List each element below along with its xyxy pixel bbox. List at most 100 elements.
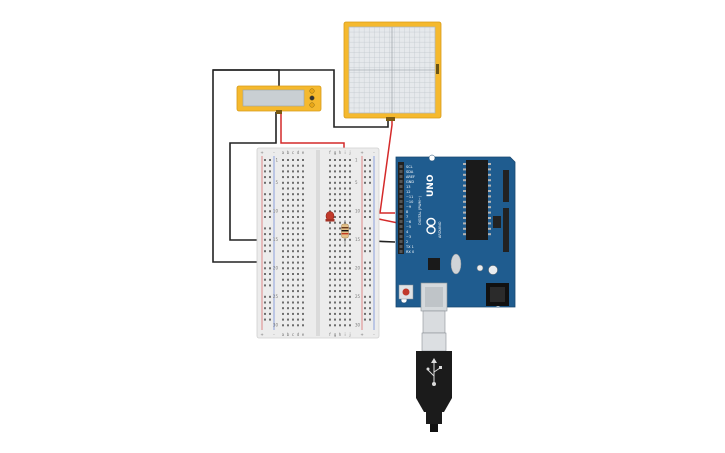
header-pin[interactable] (399, 200, 403, 203)
rail-hole (364, 198, 366, 201)
pin-label: ~9 (406, 205, 411, 209)
lcd-knob-3 (309, 102, 315, 108)
breadboard-hole (287, 244, 289, 247)
header-pin[interactable] (399, 165, 403, 168)
rail-hole (369, 284, 371, 287)
header-pin[interactable] (399, 205, 403, 208)
breadboard-hole (344, 284, 346, 287)
column-letter: j (348, 332, 350, 337)
lcd-knob-1 (309, 88, 315, 94)
header-pin[interactable] (399, 230, 403, 233)
rail-hole (264, 233, 266, 236)
header-pin[interactable] (399, 245, 403, 248)
breadboard-hole (329, 193, 331, 196)
header-pin[interactable] (399, 185, 403, 188)
rail-hole (369, 176, 371, 179)
breadboard-hole (329, 295, 331, 298)
rail-hole (369, 250, 371, 253)
breadboard-hole (349, 278, 351, 281)
breadboard-hole (292, 227, 294, 230)
breadboard-hole (297, 324, 299, 327)
rail-hole (269, 273, 271, 275)
rail-hole (264, 284, 266, 287)
breadboard-hole (334, 198, 336, 201)
wire-black-plotter-gnd (213, 69, 389, 128)
uno-title: UNO (426, 174, 436, 197)
breadboard-hole (287, 164, 289, 167)
header-pin[interactable] (399, 215, 403, 218)
header-pin[interactable] (399, 175, 403, 178)
rail-hole (369, 198, 371, 201)
breadboard-hole (292, 290, 294, 293)
breadboard-hole (329, 221, 331, 224)
usb-port-inner (425, 287, 443, 307)
breadboard-hole (349, 170, 351, 173)
breadboard-hole (287, 290, 289, 293)
header-pin[interactable] (399, 235, 403, 238)
lcd-module[interactable] (236, 85, 322, 114)
chip-pin (488, 163, 491, 165)
row-number: 25 (355, 294, 361, 299)
breadboard-hole (334, 176, 336, 179)
breadboard-hole (344, 244, 346, 247)
rail-hole (364, 261, 366, 264)
rail-hole (369, 210, 371, 213)
breadboard-hole (349, 176, 351, 179)
rail-hole (369, 159, 371, 161)
power-header (503, 170, 509, 202)
breadboard-hole (349, 318, 351, 321)
header-pin[interactable] (399, 225, 403, 228)
breadboard-hole (302, 244, 304, 247)
header-pin[interactable] (399, 210, 403, 213)
chip-pin (488, 173, 491, 176)
breadboard-hole (292, 261, 294, 264)
breadboard-hole (302, 261, 304, 264)
breadboard-hole (349, 273, 351, 275)
arduino-brand: ARDUINO (438, 221, 442, 238)
breadboard-hole (329, 284, 331, 287)
breadboard-hole (287, 324, 289, 327)
rail-hole (369, 244, 371, 247)
breadboard-hole (334, 250, 336, 253)
breadboard-hole (339, 295, 341, 298)
breadboard-hole (292, 198, 294, 201)
breadboard-hole (292, 170, 294, 173)
header-pin[interactable] (399, 250, 403, 253)
breadboard-hole (329, 255, 331, 258)
breadboard-hole (344, 193, 346, 196)
rail-hole (364, 204, 366, 207)
breadboard-hole (329, 244, 331, 247)
rail-minus-label: - (273, 150, 275, 155)
breadboard-hole (339, 307, 341, 310)
rail-hole (364, 307, 366, 310)
row-number: 25 (273, 294, 279, 299)
breadboard-hole (334, 301, 336, 304)
breadboard-hole (297, 284, 299, 287)
led[interactable] (325, 211, 335, 222)
resistor[interactable] (341, 220, 349, 244)
header-pin[interactable] (399, 195, 403, 198)
breadboard-hole (334, 244, 336, 247)
breadboard-hole (302, 198, 304, 201)
chip-pin (488, 190, 491, 192)
rail-hole (264, 170, 266, 173)
breadboard-hole (282, 159, 284, 161)
header-pin[interactable] (399, 170, 403, 173)
breadboard-hole (292, 267, 294, 270)
pin-label: 4 (406, 230, 409, 234)
plotter-module[interactable] (343, 21, 442, 121)
rail-hole (264, 307, 266, 310)
rail-hole (264, 273, 266, 275)
header-pin[interactable] (399, 190, 403, 193)
header-pin[interactable] (399, 180, 403, 183)
rail-minus-label: - (373, 150, 375, 155)
usb-cable[interactable] (416, 310, 452, 432)
chip-pin (463, 227, 466, 230)
breadboard-hole (287, 295, 289, 298)
header-pin[interactable] (399, 220, 403, 223)
header-pin[interactable] (399, 240, 403, 243)
